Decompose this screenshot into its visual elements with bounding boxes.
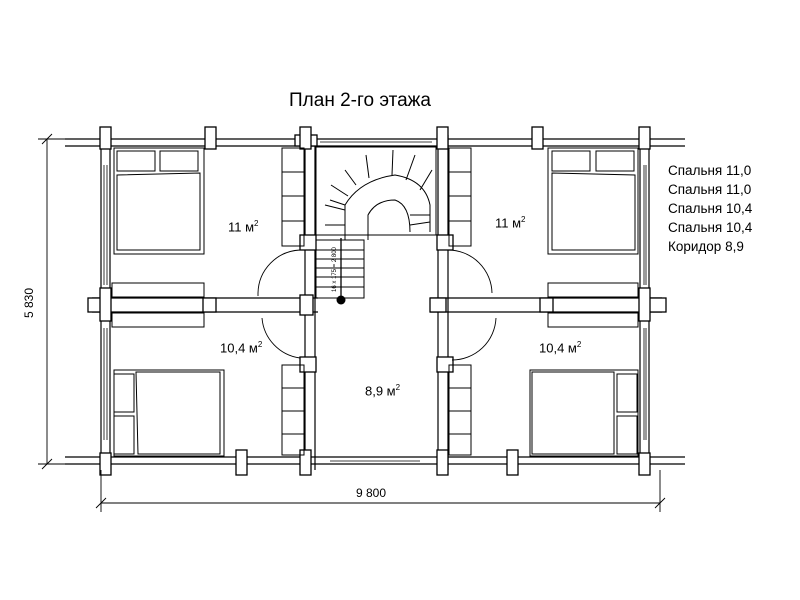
- wardrobes: [111, 147, 639, 456]
- legend-item: Спальня 11,0: [668, 163, 752, 178]
- height-dimension: 5 830: [22, 287, 37, 319]
- room-area-top-right: 11 м2: [495, 215, 526, 231]
- windows: [103, 141, 647, 462]
- legend-item: Спальня 10,4: [668, 220, 753, 235]
- stair-label: 16 x 175 = 2 800: [332, 246, 338, 292]
- staircase: [315, 146, 437, 299]
- dimension-lines: [38, 133, 666, 512]
- beds: [113, 147, 639, 457]
- legend-item: Спальня 10,4: [668, 201, 753, 216]
- plan-title: План 2-го этажа: [289, 90, 431, 111]
- room-area-top-left: 11 м2: [228, 219, 259, 235]
- legend-item: Коридор 8,9: [668, 239, 744, 254]
- room-area-corridor: 8,9 м2: [365, 383, 401, 399]
- legend-item: Спальня 11,0: [668, 182, 752, 197]
- middle-walls: [92, 135, 662, 470]
- area-legend: Спальня 11,0 Спальня 11,0 Спальня 10,4 С…: [668, 161, 752, 256]
- width-dimension: 9 800: [356, 486, 387, 500]
- stair-start-dot: [336, 295, 346, 305]
- doors: [257, 249, 497, 361]
- room-area-bottom-right: 10,4 м2: [539, 340, 582, 356]
- room-area-bottom-left: 10,4 м2: [220, 340, 263, 356]
- outer-walls: [65, 135, 685, 468]
